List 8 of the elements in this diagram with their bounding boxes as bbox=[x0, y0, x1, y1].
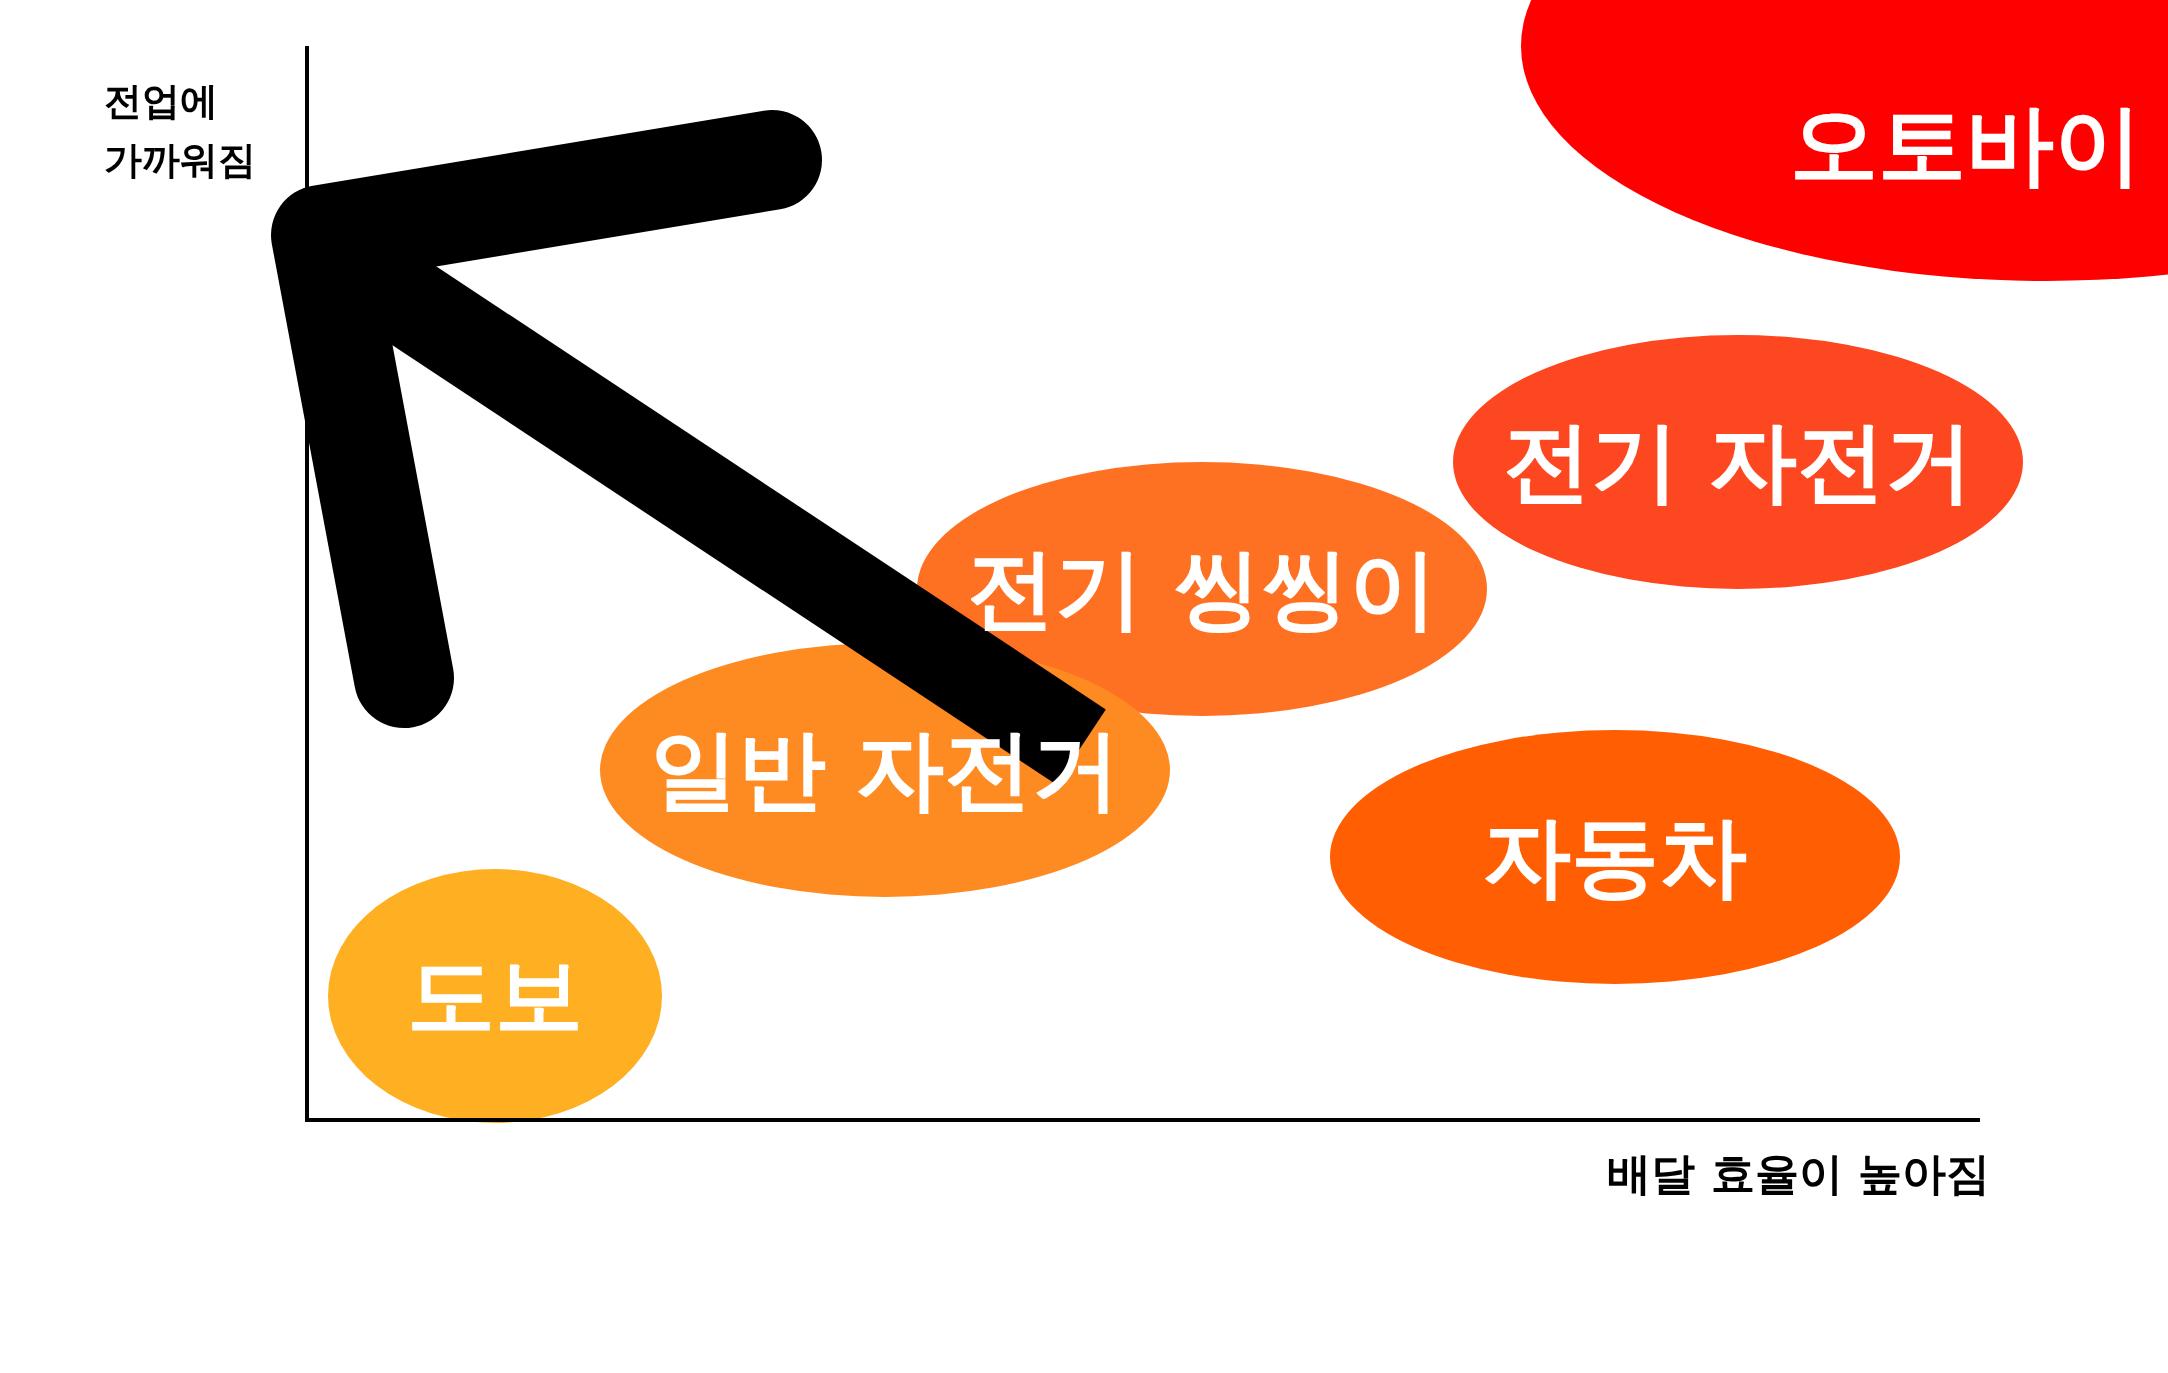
category-label: 오토바이 bbox=[1790, 97, 2142, 194]
axis-title: 전업에 가까워짐 bbox=[104, 78, 257, 184]
axis-title: 배달 효율이 높아짐 bbox=[1606, 1148, 1990, 1201]
category-label: 전기 씽씽이 bbox=[966, 540, 1438, 638]
category-label: 자동차 bbox=[1483, 808, 1747, 906]
category-label: 전기 자전거 bbox=[1502, 413, 1974, 511]
category-label: 일반 자전거 bbox=[649, 721, 1121, 819]
category-label: 도보 bbox=[407, 947, 583, 1045]
